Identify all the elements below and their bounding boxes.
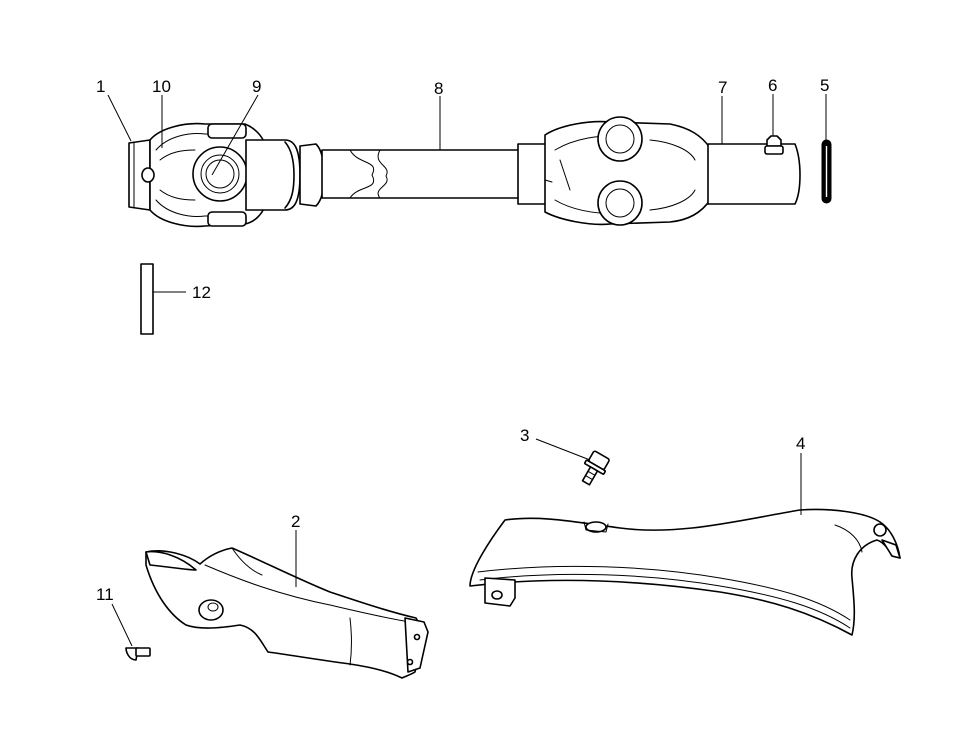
part-2-shield[interactable] xyxy=(145,547,429,679)
callout-2: 2 xyxy=(291,512,300,531)
part-11-bolt[interactable] xyxy=(125,647,151,661)
callout-7: 7 xyxy=(718,78,727,97)
callout-9: 9 xyxy=(252,77,261,96)
callout-8: 8 xyxy=(434,79,443,98)
leader-9 xyxy=(211,94,259,176)
callout-5: 5 xyxy=(820,76,829,95)
callout-11: 11 xyxy=(96,585,114,604)
inner-yoke-left xyxy=(245,139,325,211)
leader-1 xyxy=(107,94,132,142)
part-5-snap-ring[interactable] xyxy=(821,139,832,204)
callout-labels: 1 10 9 8 7 6 5 12 3 4 2 11 xyxy=(96,76,829,604)
callout-6: 6 xyxy=(768,76,777,95)
callout-1: 1 xyxy=(96,77,105,96)
part-3-bolt[interactable] xyxy=(576,450,611,489)
callout-10: 10 xyxy=(152,77,171,96)
callout-3: 3 xyxy=(520,426,529,445)
part-12-key[interactable] xyxy=(140,263,154,335)
part-7-slip-yoke[interactable] xyxy=(707,143,801,205)
yoke-assembly-right xyxy=(517,116,711,226)
part-4-shield[interactable] xyxy=(469,508,901,636)
part-9-cross-bearing[interactable] xyxy=(192,123,248,227)
callout-4: 4 xyxy=(796,434,805,453)
part-8-shaft-tube[interactable] xyxy=(321,149,521,199)
leader-lines xyxy=(107,94,827,647)
leader-3 xyxy=(535,438,591,461)
callout-12: 12 xyxy=(192,283,211,302)
part-6-grease-fitting[interactable] xyxy=(764,135,784,155)
leader-11 xyxy=(111,603,133,647)
driveshaft-assembly xyxy=(128,116,832,228)
